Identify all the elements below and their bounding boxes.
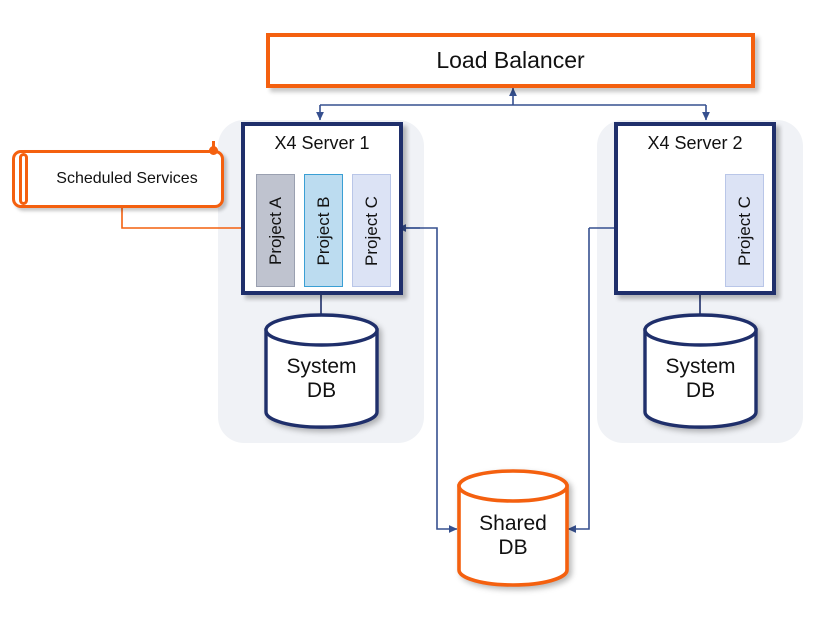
shared-db[interactable]: Shared DB <box>456 469 570 588</box>
system-db-2[interactable]: System DB <box>642 313 759 429</box>
project-b-label: Project B <box>313 196 333 265</box>
connector-loadbalancer-bus <box>316 87 710 121</box>
system-db-1-cylinder-icon <box>264 313 379 429</box>
project-a-label: Project A <box>265 196 285 265</box>
project-box-a[interactable]: Project A <box>256 174 295 287</box>
server-1-title: X4 Server 1 <box>274 133 370 153</box>
system-db-2-cylinder-icon <box>643 313 758 429</box>
scheduled-services-callout[interactable]: Scheduled Services <box>12 141 224 208</box>
project-c-server1-label: Project C <box>361 195 381 266</box>
scheduled-services-label: Scheduled Services <box>56 170 198 187</box>
load-balancer-box[interactable]: Load Balancer <box>266 33 755 88</box>
scheduled-services-stub-cap-icon <box>209 146 218 155</box>
server-box-1[interactable]: X4 Server 1 Project A Project B Project … <box>241 122 403 295</box>
scheduled-services-left-tab <box>19 153 28 205</box>
project-box-b[interactable]: Project B <box>304 174 343 287</box>
project-c-server2-label: Project C <box>734 195 754 266</box>
project-box-c-server1[interactable]: Project C <box>352 174 391 287</box>
server-box-2[interactable]: X4 Server 2 Project C <box>614 122 776 295</box>
project-box-c-server2[interactable]: Project C <box>725 174 764 287</box>
shared-db-cylinder-icon <box>457 469 569 587</box>
load-balancer-label: Load Balancer <box>436 47 585 73</box>
server-2-title: X4 Server 2 <box>647 133 743 153</box>
scheduled-services-frame <box>12 150 224 208</box>
system-db-1[interactable]: System DB <box>263 313 380 429</box>
connector-server2-shareddb <box>567 228 590 533</box>
